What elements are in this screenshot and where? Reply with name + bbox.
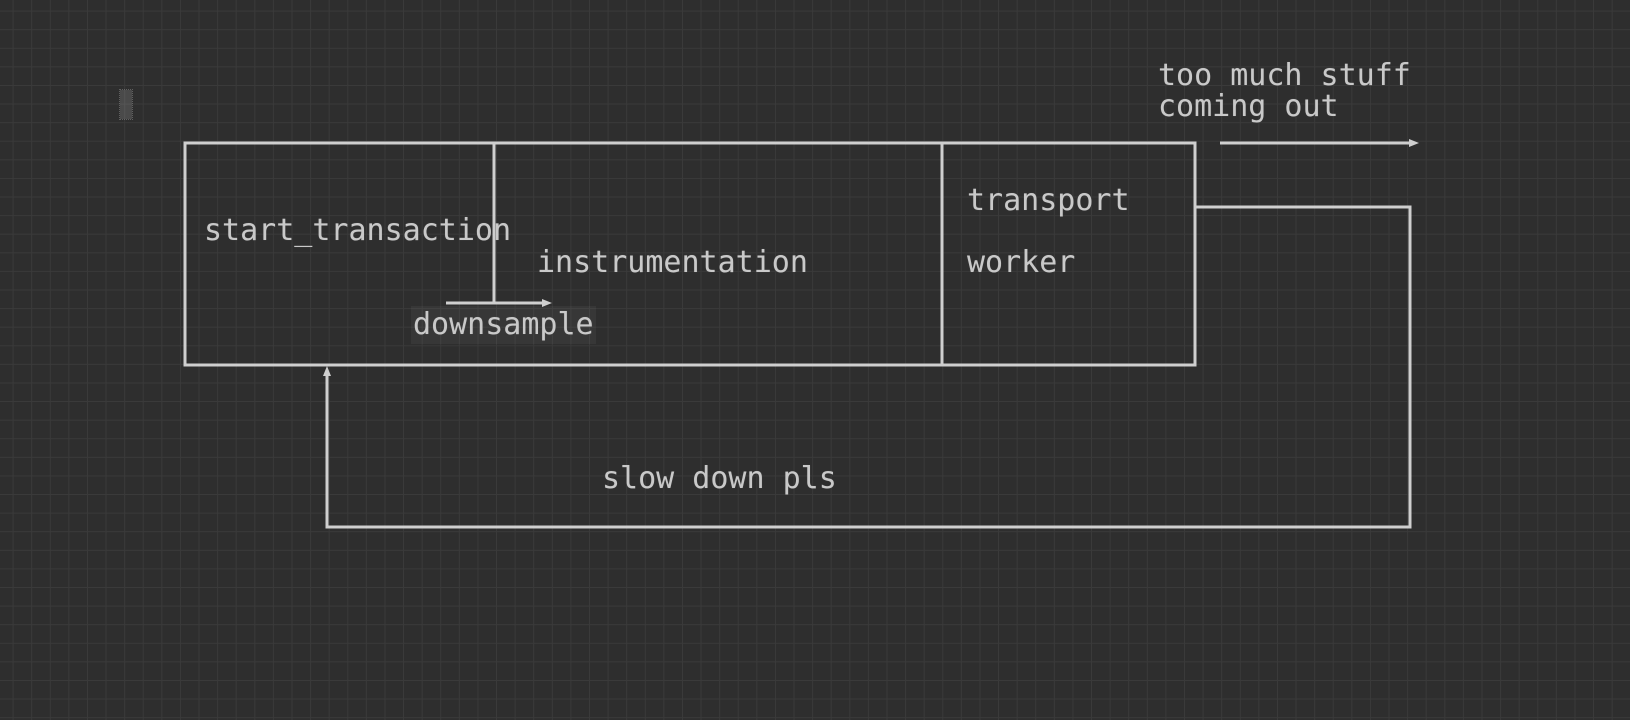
label-instrumentation: instrumentation xyxy=(537,245,808,280)
label-start-transaction: start_transaction xyxy=(204,213,512,248)
selection-cursor-marker[interactable] xyxy=(119,89,133,120)
label-worker: worker xyxy=(967,245,1076,280)
label-slow-down-pls: slow down pls xyxy=(602,461,837,496)
label-too-much-stuff: too much stuff xyxy=(1158,58,1411,93)
backpressure-feedback-path[interactable] xyxy=(323,205,1412,529)
label-downsample: downsample xyxy=(411,306,596,344)
label-coming-out: coming out xyxy=(1158,89,1339,124)
label-transport: transport xyxy=(967,183,1130,218)
start-transaction-box[interactable] xyxy=(183,141,1197,367)
